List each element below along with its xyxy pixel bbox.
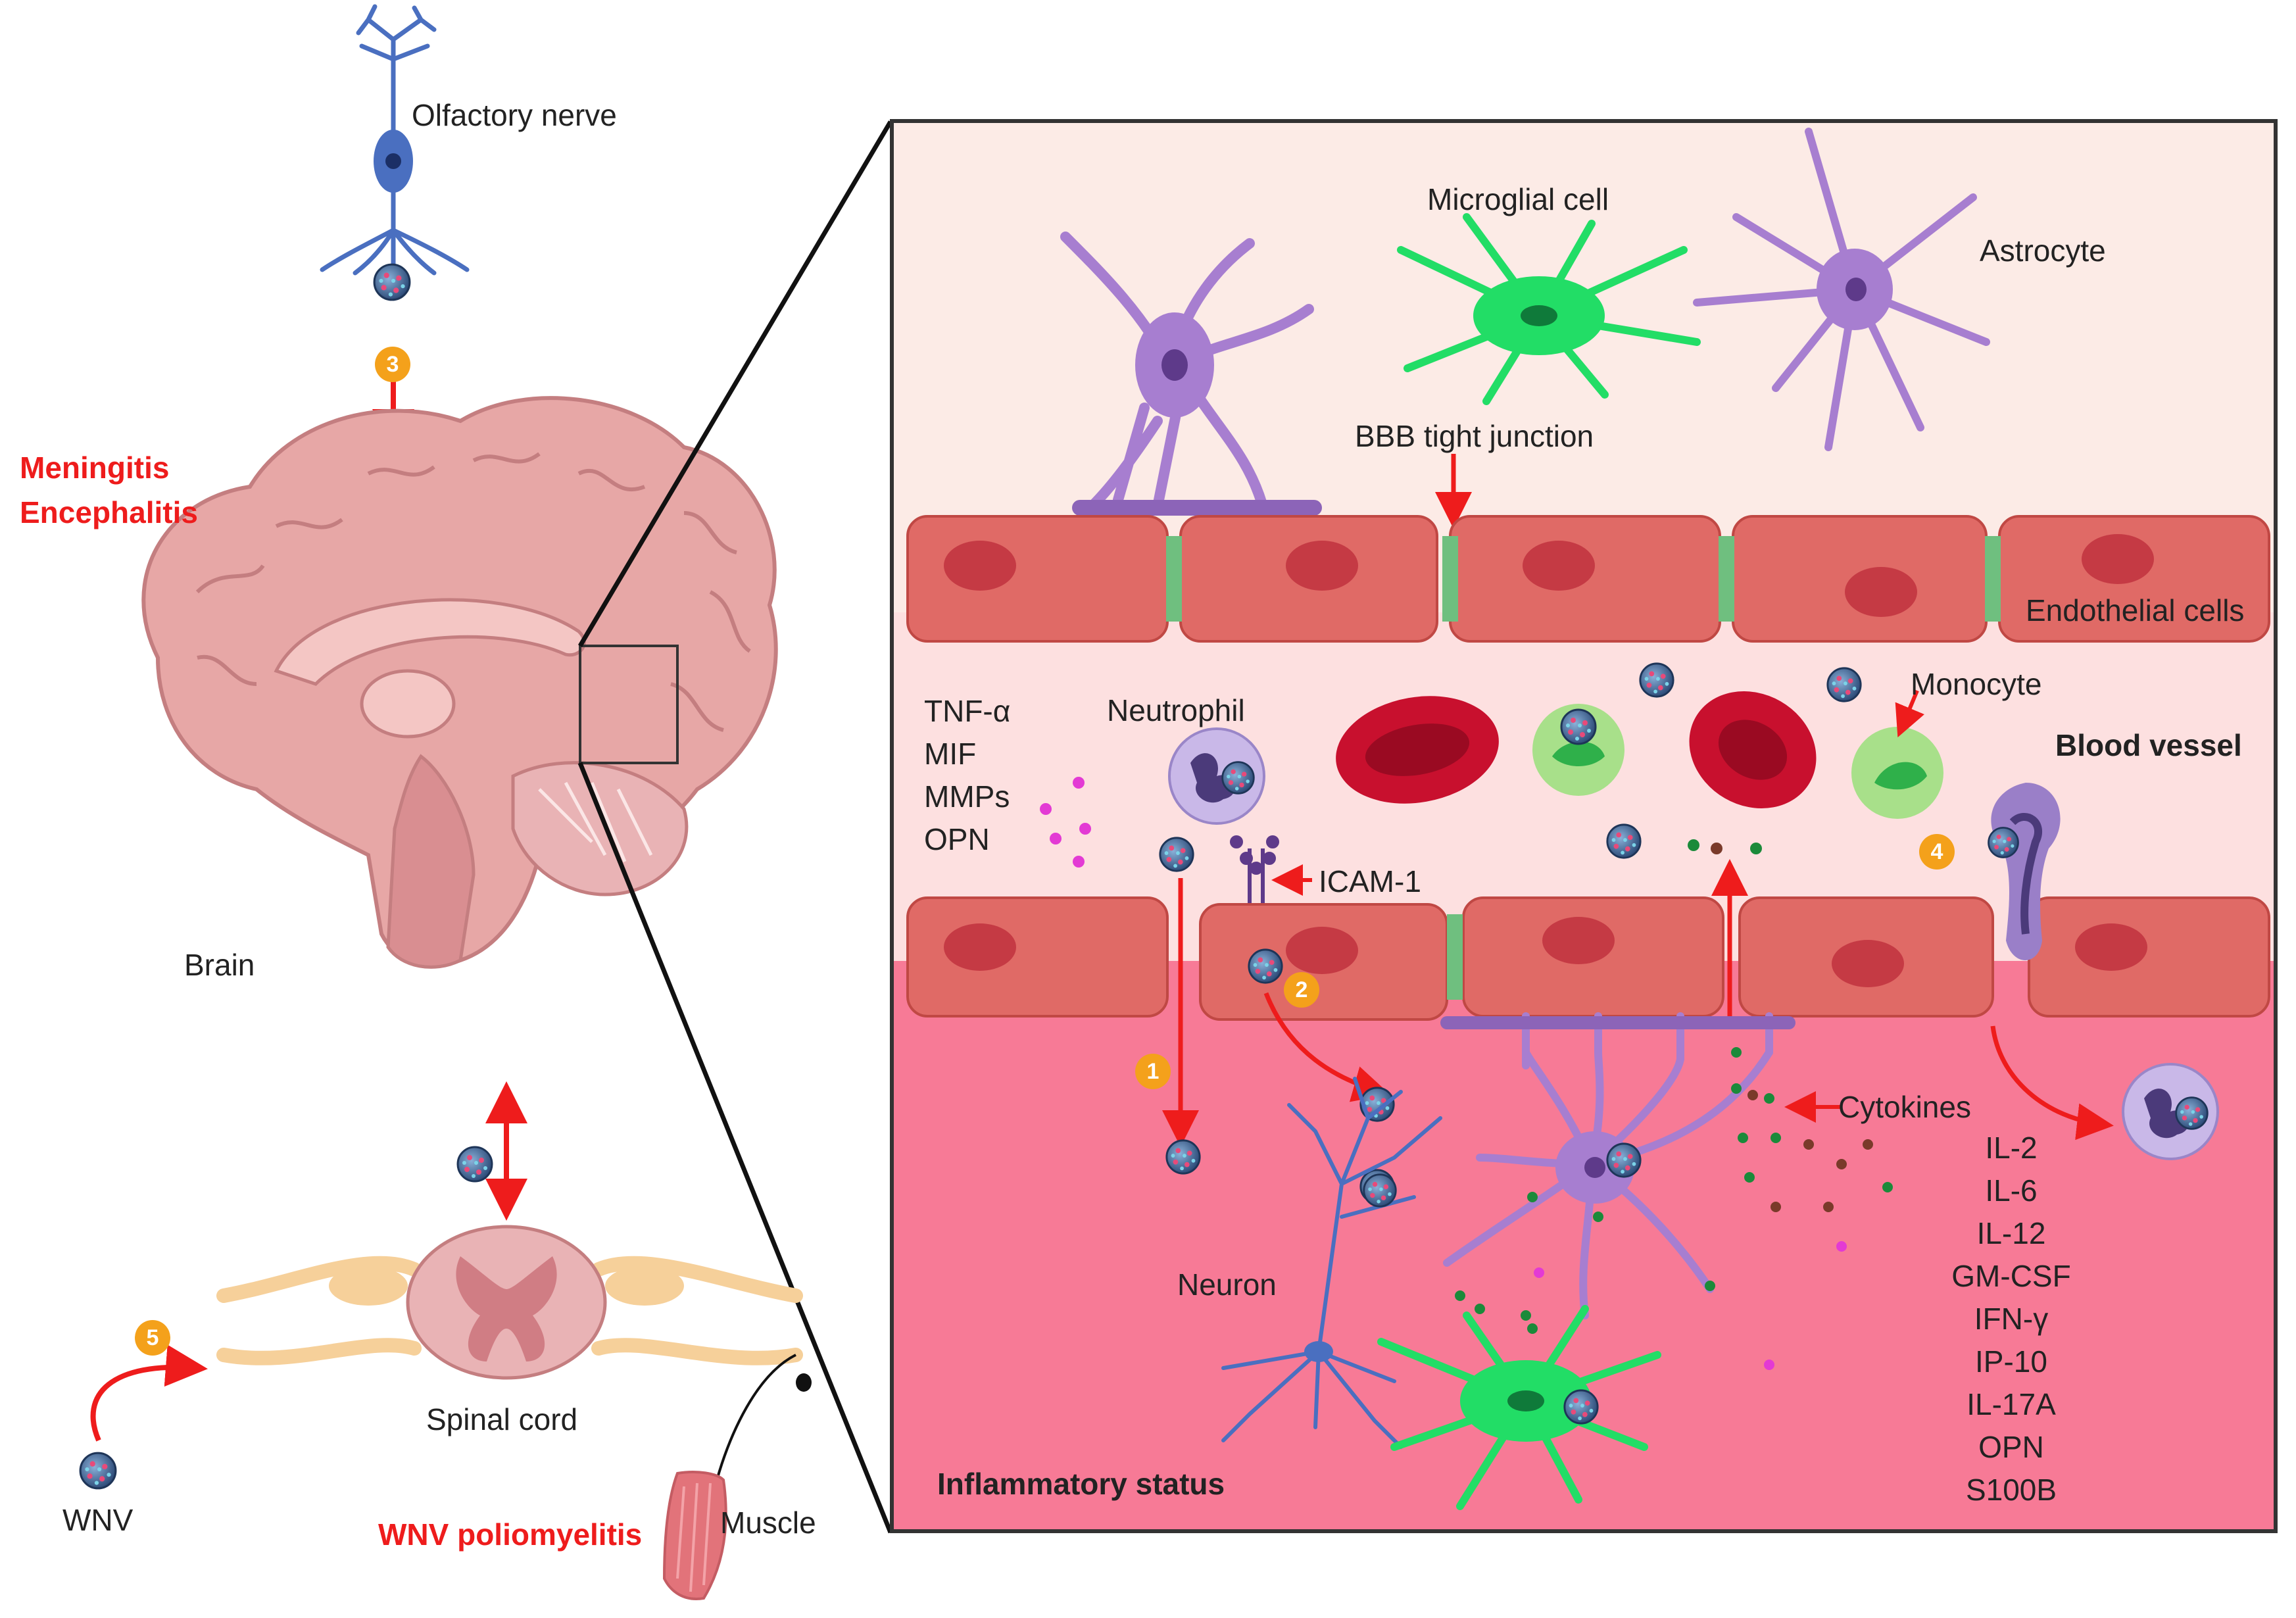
cytokine-item: IL-12 [1976, 1216, 2046, 1250]
label-inflammatory-status: Inflammatory status [937, 1467, 1225, 1501]
neutrophil-cell [2122, 1063, 2219, 1160]
label-meningitis: Meningitis [20, 451, 170, 485]
astrocyte-cell [1693, 128, 1990, 451]
virus-particle [1988, 827, 2019, 858]
endothelial-row-bottom [906, 896, 2270, 1021]
mediator-item: MMPs [924, 779, 1010, 814]
virus-particle [1248, 948, 1283, 984]
transmigrating-neutrophil [1991, 783, 2061, 960]
label-icam1: ICAM-1 [1319, 864, 1421, 898]
mediator-item: MIF [924, 737, 977, 771]
microglial-cell [1397, 213, 1701, 405]
virus-particle [456, 1146, 493, 1183]
virus-particle [1606, 1142, 1642, 1178]
monocyte-cell [1532, 704, 1624, 796]
arrow-wnv-entry [90, 1344, 208, 1442]
label-endothelial-cells: Endothelial cells [2026, 593, 2245, 627]
route-badge-2: 2 [1284, 972, 1319, 1008]
virus-particle [1221, 761, 1255, 795]
virus-particle [1165, 1139, 1201, 1175]
cytokine-item: IFN-γ [1974, 1302, 2049, 1336]
route-badge-5: 5 [135, 1320, 170, 1356]
route-badge-4: 4 [1919, 834, 1955, 870]
zoom-line-bottom [577, 762, 893, 1534]
virus-particle [79, 1452, 117, 1490]
virus-particle [1639, 662, 1674, 698]
cytokine-item: S100B [1965, 1473, 2057, 1507]
label-microglial-cell: Microglial cell [1427, 182, 1609, 216]
monocyte-cell [1851, 727, 1943, 819]
label-blood-vessel: Blood vessel [2055, 728, 2242, 762]
cytokine-item: IL-17A [1966, 1387, 2056, 1421]
label-spinal-cord: Spinal cord [426, 1402, 578, 1436]
cytokine-item: OPN [1978, 1430, 2044, 1464]
virus-particle [1606, 823, 1642, 859]
virus-particle [2175, 1096, 2209, 1130]
microglial-cell [1377, 1305, 1661, 1510]
route-badge-1: 1 [1135, 1054, 1171, 1089]
label-neuron: Neuron [1177, 1267, 1277, 1302]
virus-particle [373, 263, 411, 301]
olfactory-nerve [320, 4, 470, 279]
endothelial-row-top [906, 515, 2270, 643]
label-monocyte: Monocyte [1911, 667, 2042, 701]
route-arrow-4 [1990, 1025, 2114, 1140]
label-astrocyte: Astrocyte [1980, 233, 2106, 268]
arrow-monocyte [1895, 689, 1924, 738]
cytokine-particles [1455, 1047, 1893, 1370]
label-cytokines: Cytokines [1838, 1090, 1971, 1124]
label-encephalitis: Encephalitis [20, 495, 198, 529]
astrocyte-cell [1443, 1012, 1773, 1319]
mediator-item: TNF-α [924, 694, 1011, 728]
virus-particle [1363, 1173, 1397, 1208]
virus-particle [1560, 708, 1597, 745]
brain-illustration [141, 396, 778, 969]
spinal-cord-illustration [216, 1225, 803, 1380]
cytokine-item: GM-CSF [1951, 1259, 2071, 1293]
red-blood-cell [1689, 691, 1817, 808]
route-arrow-2 [1263, 992, 1390, 1102]
label-brain: Brain [184, 948, 255, 982]
virus-particle [1159, 837, 1194, 872]
zoom-region-box [579, 645, 679, 764]
mediator-particles [1040, 777, 1091, 868]
neutrophil-cell [1168, 727, 1265, 825]
label-muscle: Muscle [720, 1506, 816, 1540]
cytokine-item: IL-6 [1985, 1173, 2038, 1208]
route-badge-3: 3 [375, 347, 410, 382]
label-wnv-poliomyelitis: WNV poliomyelitis [378, 1517, 643, 1552]
muscle-illustration [662, 1354, 812, 1600]
cytokine-item: IL-2 [1985, 1131, 2038, 1165]
red-blood-cell [1336, 696, 1499, 804]
label-olfactory-nerve: Olfactory nerve [412, 98, 617, 132]
virus-particle [1563, 1389, 1599, 1425]
neuron-soma [1304, 1341, 1333, 1362]
label-bbb-tight-junction: BBB tight junction [1355, 419, 1594, 453]
mediator-item: OPN [924, 822, 990, 856]
astrocyte-endfeet [1440, 1016, 1795, 1029]
astrocyte-endfeet [1072, 500, 1322, 516]
cytokine-particles [1688, 839, 1762, 854]
zoom-panel-border [890, 119, 2278, 1533]
virus-particle [1826, 667, 1862, 702]
cytokine-item: IP-10 [1975, 1344, 2047, 1379]
label-neutrophil: Neutrophil [1107, 693, 1245, 727]
label-wnv: WNV [62, 1503, 134, 1537]
zoom-line-top [577, 120, 893, 647]
